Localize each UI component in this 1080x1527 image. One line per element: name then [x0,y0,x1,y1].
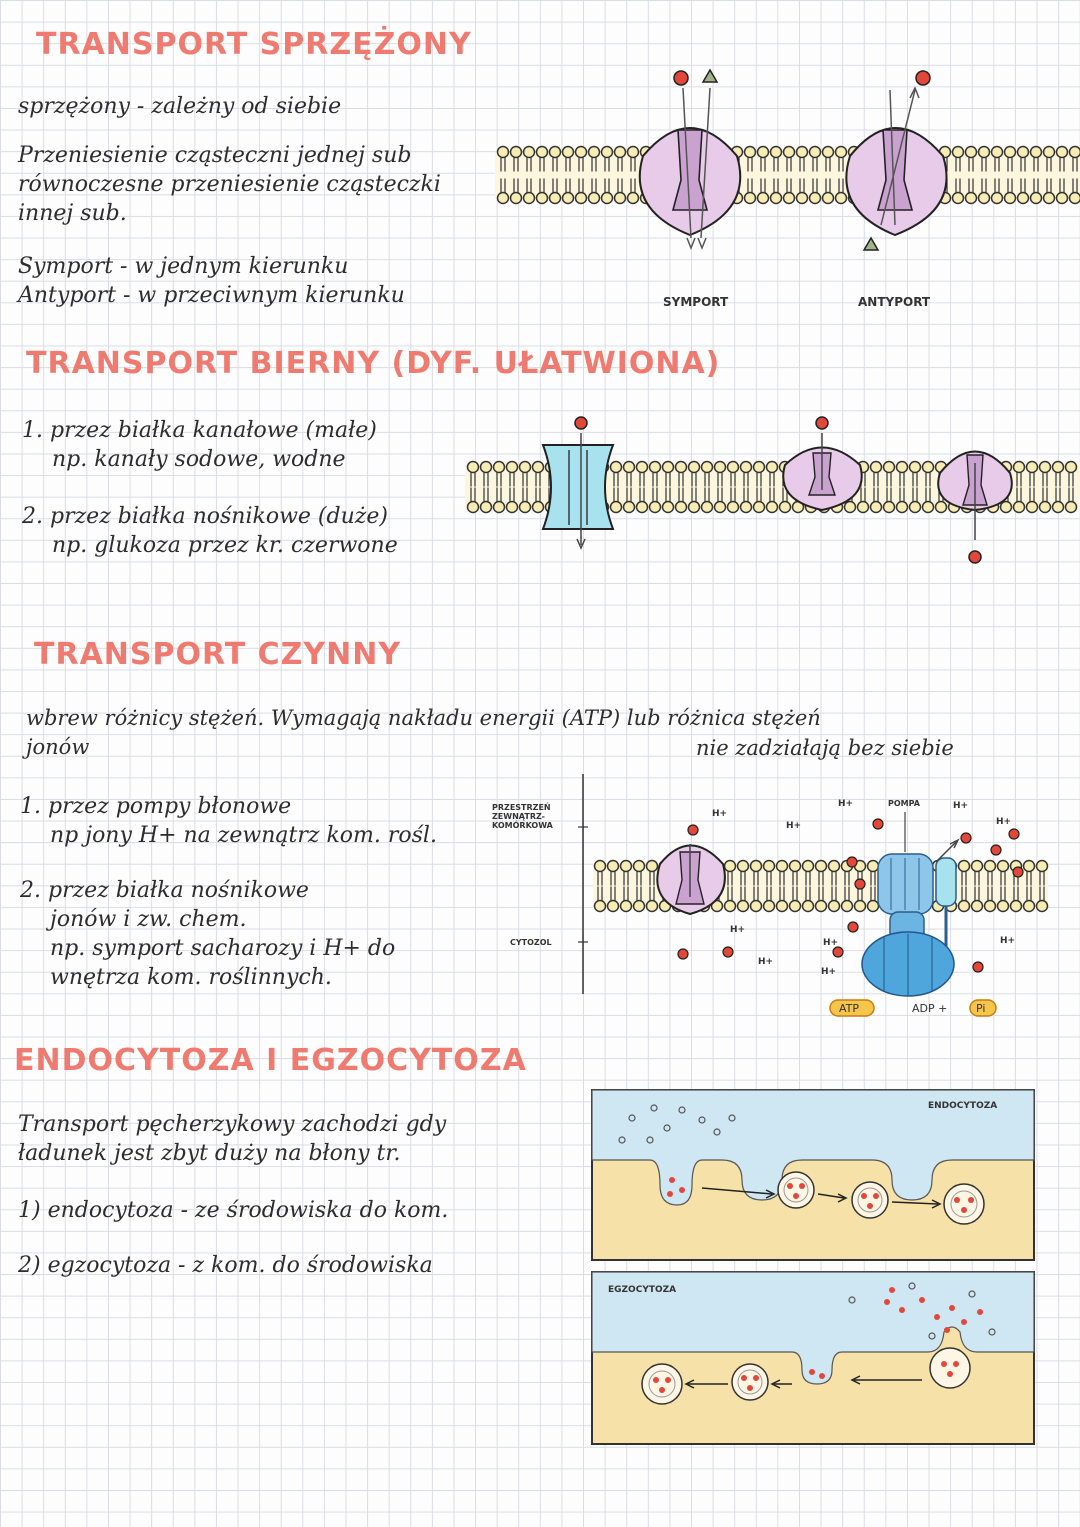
notes-transport-czynny-intro: wbrew różnicy stężeń. Wymagają nakładu e… [26,704,821,762]
ion-particle [915,70,931,86]
note-line: 1. przez pompy błonowe [20,794,292,819]
carrier-protein [656,844,726,916]
notes-endocytoza-egzocytoza: Transport pęcherzykowy zachodzi gdy ładu… [18,1110,448,1280]
vesicle [731,1363,769,1401]
vesicle [641,1363,683,1405]
note-line: np jony H+ na zewnątrz kom. rośl. [50,823,437,848]
ion-dots [677,818,1024,973]
note-line: innej sub. [18,201,127,226]
note-line: 2) egzocytoza - z kom. do środowiska [18,1253,433,1278]
symport-antyport-figure: SYMPORT ANTYPORT [495,68,1080,309]
heading-transport-czynny: TRANSPORT CZYNNY [34,637,402,672]
carrier-protein-open [782,416,863,512]
note-line: ładunek jest zbyt duży na błony tr. [18,1141,401,1166]
note-line: Symport - w jednym kierunku [18,254,349,279]
sugar-particle [862,236,880,251]
note-line: Antyport - w przeciwnym kierunku [18,283,405,308]
proton-label: H+ [712,809,727,819]
vesicle [777,1171,815,1209]
label-cytosol: CYTOZOL [510,938,552,947]
symport-protein [638,68,742,251]
active-transport-figure: PRZESTRZEŃ ZEWNĄTRZ- KOMÓRKOWA CYTOZOL P… [492,774,1049,1017]
atp-label: ATP [839,1002,859,1015]
channel-protein [541,416,615,550]
pi-label: Pi [976,1002,985,1015]
label-antyport: ANTYPORT [858,295,931,309]
passive-transport-figure [465,416,1080,564]
label-outside: ZEWNĄTRZ- [492,812,545,821]
note-line: nie zadziałają bez siebie [696,736,954,760]
endocytosis-figure: ENDOCYTOZA [591,1089,1035,1261]
protons: H+ H+ H+ H+ H+ H+ H+ H+ H+ H+ [712,799,1015,977]
proton-label: H+ [953,801,968,811]
note-line: jonów [26,735,90,759]
vesicle [943,1183,985,1225]
vesicle [851,1181,889,1219]
note-line: wbrew różnicy stężeń. Wymagają nakładu e… [26,706,821,730]
carrier-protein-closed [937,450,1013,564]
label-egzocytoza: EGZOCYTOZA [608,1285,676,1295]
proton-label: H+ [838,799,853,809]
atp-badge: ATP [829,999,875,1017]
note-line: np. kanały sodowe, wodne [52,447,346,472]
note-line: 1. przez białka kanałowe (małe) [22,418,377,443]
proton-label: H+ [758,957,773,967]
note-line: sprzężony - zależny od siebie [18,94,342,119]
pi-badge: Pi [969,999,997,1017]
label-endocytoza: ENDOCYTOZA [928,1101,997,1111]
proton-pump [861,812,960,997]
ion-particle [968,550,982,564]
notes-transport-czynny: 1. przez pompy błonowe np jony H+ na zew… [20,792,437,992]
membrane [495,145,1080,205]
proton-label: H+ [730,925,745,935]
label-symport: SYMPORT [663,295,729,309]
proton-label: H+ [821,967,836,977]
heading-transport-bierny: TRANSPORT BIERNY (DYF. UŁATWIONA) [26,346,721,381]
note-line: wnętrza kom. roślinnych. [50,965,332,990]
exocytosis-figure: EGZOCYTOZA [591,1271,1035,1445]
label-pump: POMPA [888,799,921,808]
ion-particle [815,416,829,430]
ion-particle [574,416,588,430]
note-line: np. glukoza przez kr. czerwone [52,533,398,558]
vesicle [929,1347,971,1389]
proton-label: H+ [823,938,838,948]
note-line: 2. przez białka nośnikowe [20,878,309,903]
proton-label: H+ [996,817,1011,827]
heading-endocytoza-egzocytoza: ENDOCYTOZA I EGZOCYTOZA [14,1043,527,1078]
note-line: Przeniesienie cząsteczni jednej sub [18,143,412,168]
note-line: jonów i zw. chem. [50,907,247,932]
proton-label: H+ [786,821,801,831]
note-line: 2. przez białka nośnikowe (duże) [22,504,388,529]
adp-label: ADP + [912,1002,947,1015]
notes-transport-sprzezony: sprzężony - zależny od siebie Przeniesie… [18,92,441,310]
notes-transport-bierny: 1. przez białka kanałowe (małe) np. kana… [22,416,398,560]
label-outside: PRZESTRZEŃ [492,801,551,812]
label-outside: KOMÓRKOWA [492,819,554,830]
note-line: np. symport sacharozy i H+ do [50,936,396,961]
sugar-particle [701,68,719,83]
heading-transport-sprzezony: TRANSPORT SPRZĘŻONY [36,27,472,62]
antyport-protein [845,70,948,251]
note-line: 1) endocytoza - ze środowiska do kom. [18,1198,449,1223]
note-line: Transport pęcherzykowy zachodzi gdy [18,1112,447,1137]
ion-particle [673,70,689,86]
proton-label: H+ [1000,936,1015,946]
note-line: równoczesne przeniesienie cząsteczki [18,172,441,197]
